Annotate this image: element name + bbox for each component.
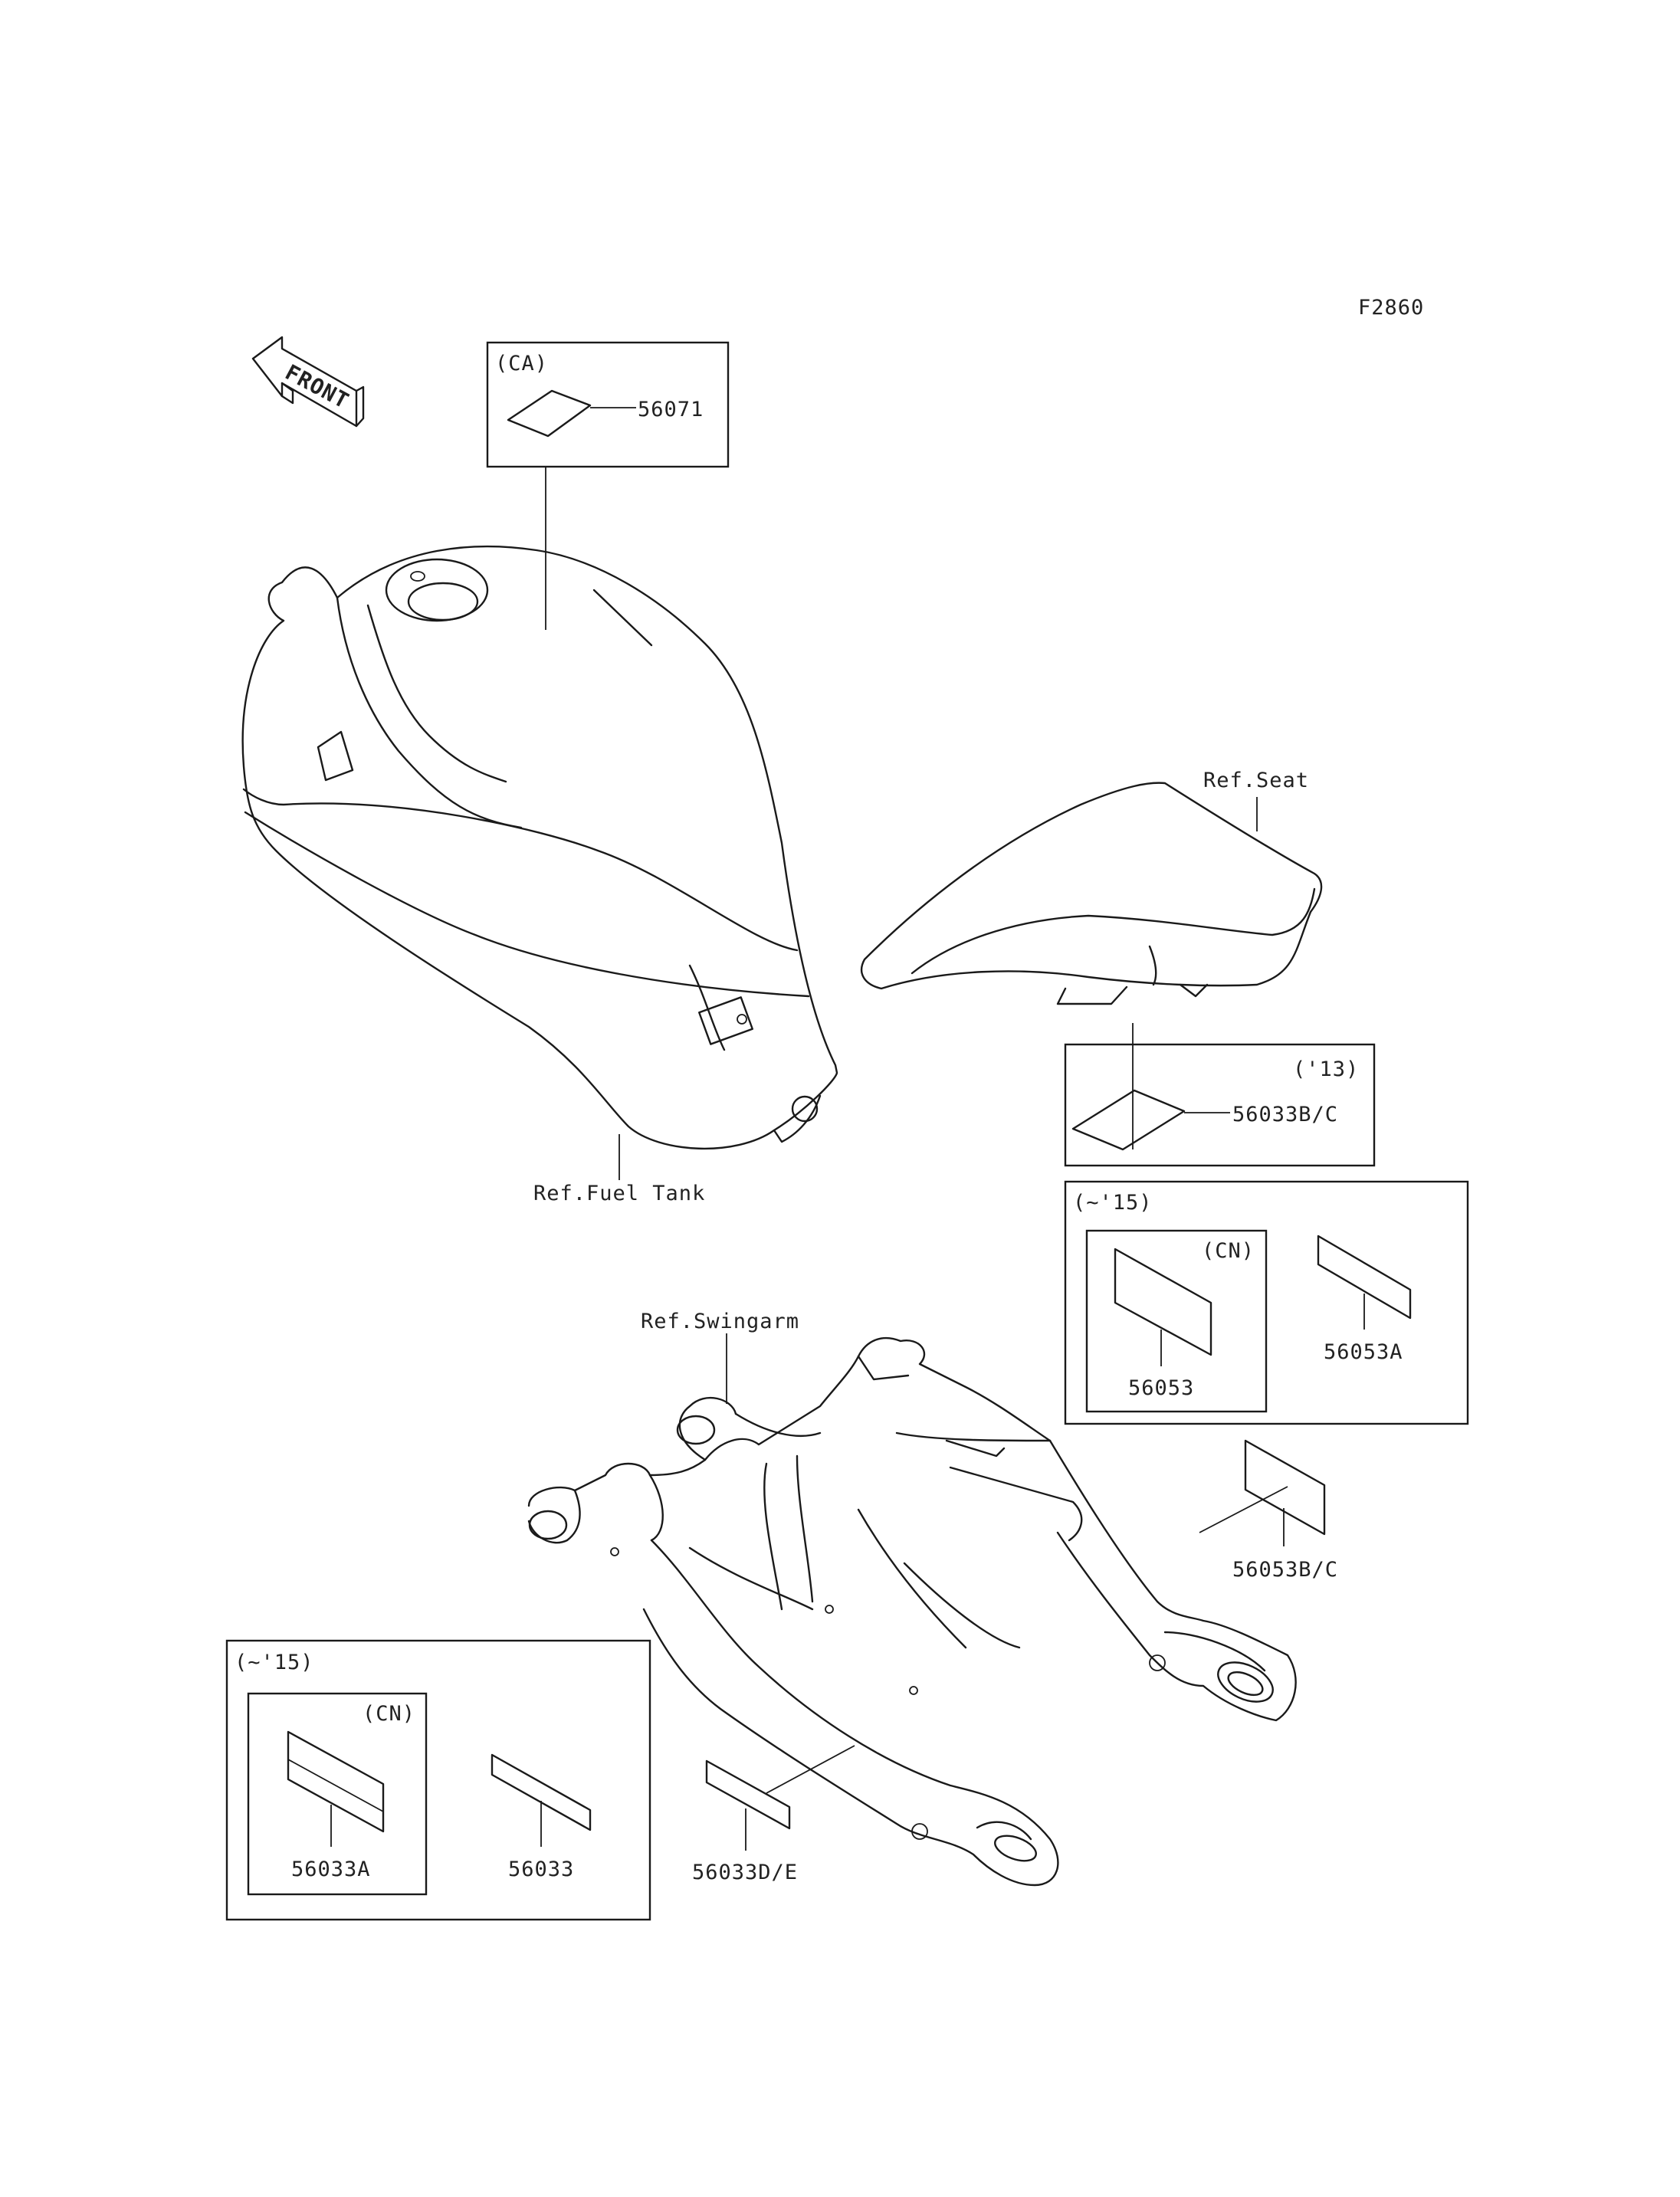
label-56053bc-shape [1244,1439,1326,1536]
ca-condition: (CA) [495,352,548,375]
cn-lower-condition: (CN) [363,1702,415,1726]
y13-condition: ('13) [1293,1058,1359,1081]
y15-lower-label-box: (~'15) (CN) 56033A 56033 [225,1639,651,1921]
part-56053bc: 56053B/C [1232,1558,1338,1582]
part-56033a: 56033A [291,1858,371,1881]
front-direction-arrow-icon: FRONT [251,336,365,428]
ref-seat[interactable]: Ref.Seat [1203,769,1309,792]
label-56033-shape [491,1753,592,1831]
fuel-tank-drawing [241,545,838,1150]
label-56033de-group: 56033D/E [692,1745,855,1884]
ca-label-box: (CA) 56071 [486,341,730,468]
cn-lower-subbox [247,1692,428,1896]
part-56053a: 56053A [1324,1340,1403,1364]
part-56053: 56053 [1128,1376,1194,1400]
label-56071-shape [507,389,592,438]
ref-swingarm[interactable]: Ref.Swingarm [641,1310,799,1333]
part-56033bc-top: 56033B/C [1232,1103,1338,1126]
y13-label-box: ('13) 56033B/C [1064,1043,1376,1167]
label-56033a-shape [287,1730,385,1833]
cn-upper-subbox [1085,1229,1268,1413]
label-56033de-shape [705,1759,791,1830]
cn-upper-condition: (CN) [1202,1239,1255,1263]
ref-fuel-tank[interactable]: Ref.Fuel Tank [533,1182,705,1205]
label-56053-shape [1114,1248,1212,1356]
label-56053a-shape [1317,1235,1412,1320]
y15-lower-condition: (~'15) [235,1651,314,1674]
part-56033: 56033 [508,1858,574,1881]
part-56033de: 56033D/E [692,1861,798,1884]
swingarm-drawing [527,1336,1297,1887]
seat-drawing [860,782,1323,1005]
part-56071: 56071 [638,398,704,421]
y15-upper-condition: (~'15) [1073,1191,1153,1215]
label-56033bc-shape [1071,1089,1186,1151]
figure-code: F2860 [1358,296,1424,320]
y15-upper-label-box: (~'15) (CN) 56053 56053A [1064,1180,1469,1425]
label-56053bc-group: 56053B/C [1199,1439,1338,1582]
